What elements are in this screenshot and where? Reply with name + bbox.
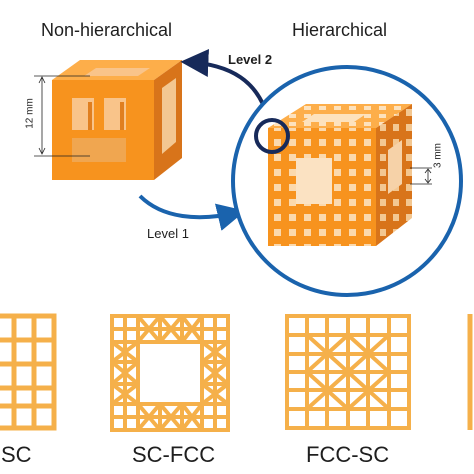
hierarchical-heading: Hierarchical: [292, 20, 388, 40]
cell-dimension: [410, 167, 432, 185]
hierarchical-cube: [268, 104, 412, 246]
height-dimension: [34, 75, 90, 157]
height-dimension-label: 12 mm: [24, 98, 36, 129]
non-hierarchical-heading: Non-hierarchical: [41, 20, 173, 40]
sc-lattice: [0, 313, 57, 431]
level-1-label: Level 1: [147, 226, 189, 241]
level-1-arrow: [138, 194, 246, 231]
caption-sc: SC: [1, 442, 32, 467]
detail-highlight-circle: [254, 118, 290, 154]
fcc-sc-lattice: [285, 314, 411, 430]
level-2-label: Level 2: [228, 52, 273, 67]
cell-dimension-label: 3 mm: [432, 143, 444, 168]
non-hierarchical-cube: [52, 60, 182, 180]
caption-fcc-sc: FCC-SC: [306, 442, 390, 467]
sc-fcc-lattice: [110, 314, 230, 432]
caption-sc-fcc: SC-FCC: [132, 442, 216, 467]
